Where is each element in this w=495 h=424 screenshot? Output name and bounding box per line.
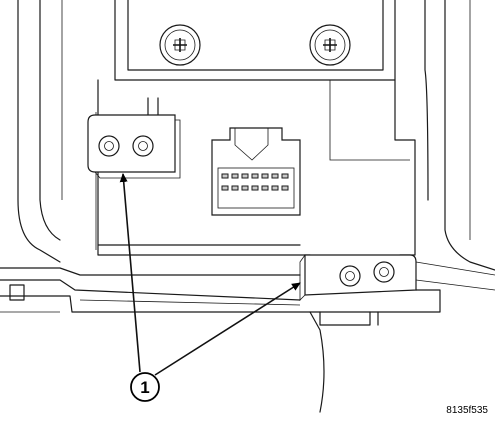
electrical-connector <box>211 127 301 216</box>
dash-housing <box>17 0 495 271</box>
lower-dash-trim <box>0 261 495 413</box>
connector-pins <box>221 173 289 191</box>
left-mounting-bracket <box>87 97 181 179</box>
figure-id: 8135f535 <box>446 405 488 416</box>
callout-number: 1 <box>140 378 149 397</box>
top-screw-left <box>159 24 201 66</box>
callout-1: 1 <box>130 372 160 402</box>
radio-chassis <box>95 0 416 256</box>
top-screw-right <box>309 24 351 66</box>
right-mounting-bracket <box>299 254 417 301</box>
callout-leaders <box>119 173 301 376</box>
